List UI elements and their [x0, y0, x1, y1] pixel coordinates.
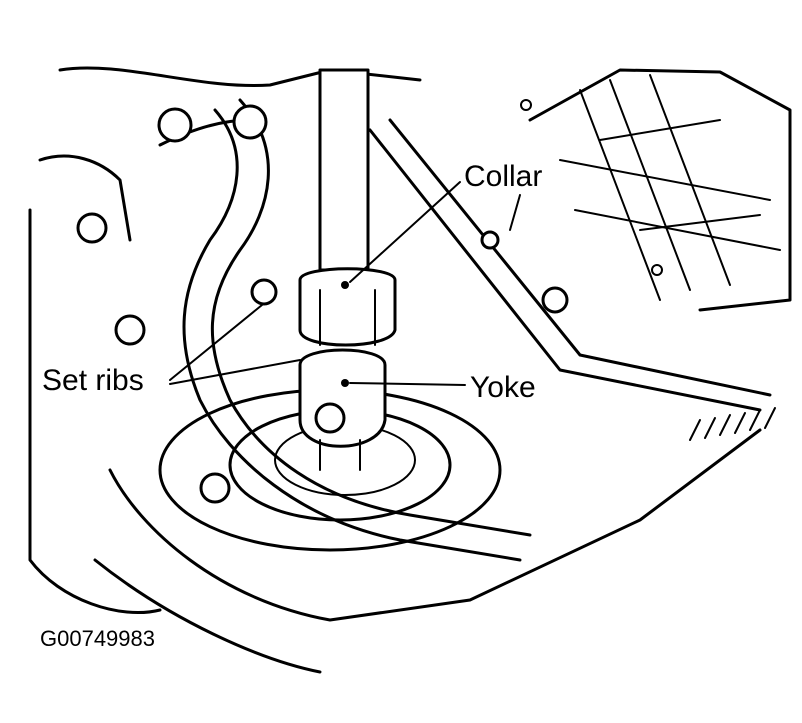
hatching: [689, 407, 776, 441]
bolts: [76, 99, 663, 504]
collar-part: [298, 267, 397, 347]
collar-label: Collar: [464, 160, 543, 193]
yoke-leader: [349, 382, 466, 386]
figure-code: G00749983: [40, 626, 155, 651]
linkage-rod: [368, 118, 772, 412]
housing-outline: [28, 66, 792, 674]
yoke-part: [298, 348, 387, 471]
leader-lines: [169, 181, 521, 386]
set-ribs-label: Set ribs: [42, 364, 144, 397]
set-ribs-leader-lower: [169, 359, 301, 385]
steering-shaft: [298, 68, 397, 347]
set-ribs-leader-upper: [169, 304, 263, 381]
collar-leader: [349, 181, 461, 283]
yoke-label: Yoke: [470, 371, 536, 404]
collar-leader-2: [509, 194, 521, 231]
